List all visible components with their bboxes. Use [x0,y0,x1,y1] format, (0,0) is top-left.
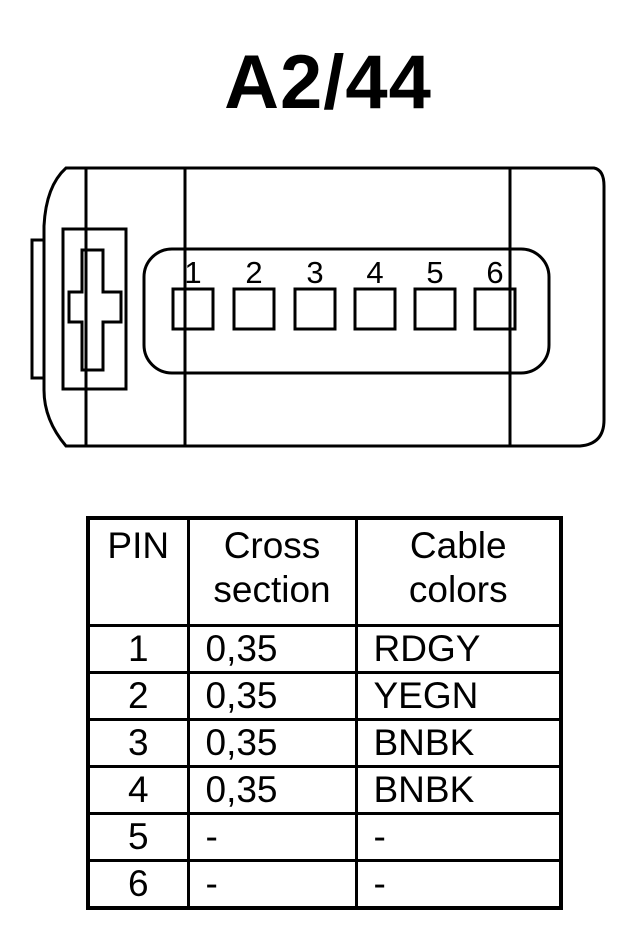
pin-box-6 [473,287,517,331]
cross-section-value: - [186,812,358,862]
pin-label-3: 3 [306,255,323,290]
connector-housing [42,166,606,448]
cable-color-value: - [354,859,563,910]
cross-section-value: 0,35 [186,624,358,674]
pin-box-4 [353,287,397,331]
pin-label-4: 4 [366,255,383,290]
cross-section-value: 0,35 [186,718,358,768]
pin-number: 5 [86,812,190,862]
table-header-row: PIN Cross section Cable colors [86,516,563,627]
pin-cavity-area [142,247,551,375]
locking-latch-cross [67,248,123,372]
pin-box-2 [232,287,276,331]
cable-color-value: YEGN [354,671,563,721]
pin-label-2: 2 [245,255,262,290]
pin-number: 1 [86,624,190,674]
header-cable-colors: Cable colors [354,516,563,627]
pin-label-6: 6 [486,255,503,290]
pin-label-5: 5 [426,255,443,290]
cross-section-value: 0,35 [186,671,358,721]
pin-label-1: 1 [184,255,201,290]
cable-color-value: BNBK [354,765,563,815]
pin-box-1 [171,287,215,331]
pin-number: 6 [86,859,190,910]
table-row: 4 0,35 BNBK [86,765,563,815]
table-row: 2 0,35 YEGN [86,671,563,721]
cross-section-value: 0,35 [186,765,358,815]
connector-side-rail [30,238,44,380]
pin-number: 2 [86,671,190,721]
pin-number: 4 [86,765,190,815]
table-row: 1 0,35 RDGY [86,624,563,674]
header-pin: PIN [86,516,190,627]
table-row: 6 - - [86,859,563,910]
cable-color-value: RDGY [354,624,563,674]
pin-box-3 [293,287,337,331]
cross-section-value: - [186,859,358,910]
connector-drawing: 1 2 3 4 5 6 [30,166,606,448]
pin-number: 3 [86,718,190,768]
cable-color-value: BNBK [354,718,563,768]
header-cross-section: Cross section [186,516,358,627]
connector-title: A2/44 [224,40,432,125]
table-row: 5 - - [86,812,563,862]
pin-box-5 [413,287,457,331]
pin-assignment-table: PIN Cross section Cable colors 1 0,35 RD… [86,516,563,910]
locking-latch-frame [61,227,128,391]
table-row: 3 0,35 BNBK [86,718,563,768]
cable-color-value: - [354,812,563,862]
